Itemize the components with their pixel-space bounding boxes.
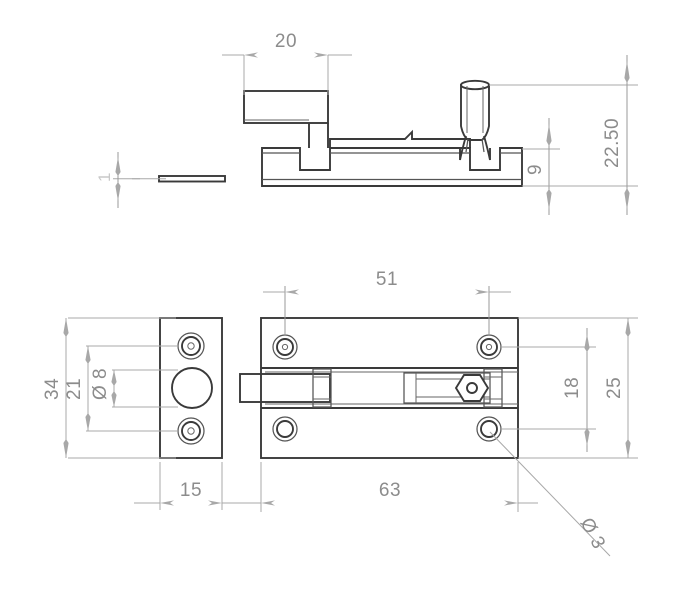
- side-elevation-view: 1: [95, 31, 638, 215]
- dimension-18: 18: [501, 328, 596, 452]
- dimension-20: 20: [222, 31, 352, 95]
- screw-hole-top-left: [272, 334, 298, 360]
- screw-hole-bottom: [177, 417, 205, 445]
- screw-hole-bottom-right: [476, 416, 502, 442]
- strike-plate-edge-view: [158, 175, 226, 183]
- bolt-body-front-view: 51 63 18 25: [239, 269, 638, 557]
- dimension-label-34: 34: [42, 378, 63, 400]
- dimension-label-20: 20: [275, 31, 297, 52]
- screw-hole-bottom-left: [272, 416, 298, 442]
- dimension-22-50: 22.50: [489, 55, 638, 215]
- dimension-21: 21: [64, 346, 91, 431]
- dimension-34: 34: [42, 318, 69, 458]
- dimension-label-15: 15: [180, 480, 202, 501]
- screw-hole-top: [177, 332, 205, 360]
- screw-hole-top-right: [476, 334, 502, 360]
- dimension-label-dia-3: Ø 3: [576, 514, 610, 552]
- dimension-dia-8: Ø 8: [90, 368, 117, 407]
- dimension-dia-3-leader: Ø 3: [489, 431, 611, 557]
- dimension-label-21: 21: [64, 378, 85, 400]
- dimension-label-18: 18: [562, 377, 583, 399]
- dimension-label-25: 25: [604, 377, 625, 399]
- bolt-body-side-outline: [261, 147, 523, 187]
- slide-carriage: [312, 368, 332, 408]
- strike-plate-front-view: 34 21 Ø 8 15: [42, 317, 246, 510]
- dimension-63: 63: [240, 462, 538, 512]
- dimension-plate-thickness: 1: [95, 152, 166, 208]
- dimension-label-22-50: 22.50: [602, 118, 623, 168]
- dimension-label-dia-8: Ø 8: [90, 368, 111, 400]
- hex-knob: [454, 374, 490, 402]
- dimension-25: 25: [518, 317, 638, 459]
- dimension-label-1: 1: [95, 173, 114, 182]
- bolt-rod: [239, 373, 331, 403]
- bolt-hole-center: [171, 367, 213, 409]
- dimension-15: 15: [134, 462, 246, 510]
- dimension-9: 9: [522, 118, 560, 215]
- bolt-knob-side: [459, 79, 491, 161]
- dimension-label-51: 51: [376, 269, 398, 290]
- slide-bolt-arm: [243, 90, 329, 148]
- bolt-rail-profile: [329, 129, 471, 148]
- dimension-label-63: 63: [379, 480, 401, 501]
- dimension-label-9: 9: [525, 164, 546, 175]
- dimension-51: 51: [263, 269, 511, 295]
